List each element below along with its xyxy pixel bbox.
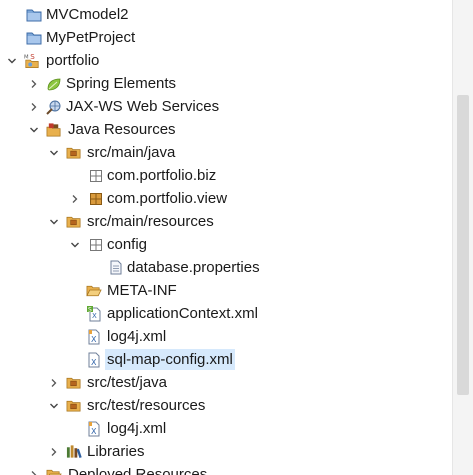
tree-item-label: JAX-WS Web Services bbox=[66, 98, 220, 115]
tree-item-libraries[interactable]: Libraries bbox=[0, 440, 452, 463]
tree-item-src-main-resources[interactable]: src/main/resources bbox=[0, 210, 452, 233]
chevron-right-icon[interactable] bbox=[27, 463, 41, 475]
tree-item-java-resources[interactable]: Java Resources bbox=[0, 118, 452, 141]
tree-item-src-test-java[interactable]: src/test/java bbox=[0, 371, 452, 394]
xml-file-icon: X bbox=[86, 351, 102, 368]
project-folder-icon bbox=[26, 29, 42, 46]
xml-file-icon: X bbox=[86, 420, 102, 437]
chevron-down-icon[interactable] bbox=[47, 394, 61, 417]
tree-item-mypetproject[interactable]: MyPetProject bbox=[0, 26, 452, 49]
package-icon bbox=[88, 190, 104, 207]
tree-item-label: Deployed Resources bbox=[68, 466, 208, 475]
tree-item-com-portfolio-biz[interactable]: com.portfolio.biz bbox=[0, 164, 452, 187]
tree-item-src-main-java[interactable]: src/main/java bbox=[0, 141, 452, 164]
tree-item-label: com.portfolio.biz bbox=[107, 167, 217, 184]
scrollbar-thumb[interactable] bbox=[457, 95, 469, 395]
svg-text:X: X bbox=[91, 427, 97, 436]
xml-file-icon: X bbox=[86, 328, 102, 345]
tree-item-log4j-xml-test[interactable]: X log4j.xml bbox=[0, 417, 452, 440]
source-folder-icon bbox=[66, 374, 82, 391]
tree-item-deployed-resources[interactable]: Deployed Resources bbox=[0, 463, 452, 475]
source-folder-icon bbox=[66, 213, 82, 230]
empty-package-icon bbox=[88, 236, 104, 253]
svg-text:X: X bbox=[91, 358, 97, 367]
tree-item-label: log4j.xml bbox=[107, 420, 167, 437]
tree-item-label: applicationContext.xml bbox=[107, 305, 258, 322]
tree-item-database-properties[interactable]: database.properties bbox=[0, 256, 452, 279]
tree-item-log4j-xml[interactable]: X log4j.xml bbox=[0, 325, 452, 348]
svg-text:X: X bbox=[91, 335, 97, 344]
tree-item-meta-inf[interactable]: META-INF bbox=[0, 279, 452, 302]
tree-item-label: sql-map-config.xml bbox=[105, 349, 235, 370]
chevron-right-icon[interactable] bbox=[27, 95, 41, 118]
tree-item-label: src/test/resources bbox=[87, 397, 206, 414]
properties-file-icon bbox=[108, 259, 124, 276]
chevron-right-icon[interactable] bbox=[27, 72, 41, 95]
tree-item-com-portfolio-view[interactable]: com.portfolio.view bbox=[0, 187, 452, 210]
svg-text:S: S bbox=[30, 52, 35, 61]
tree-item-src-test-resources[interactable]: src/test/resources bbox=[0, 394, 452, 417]
tree-item-label: config bbox=[107, 236, 148, 253]
chevron-right-icon[interactable] bbox=[47, 440, 61, 463]
empty-package-icon bbox=[88, 167, 104, 184]
tree-item-spring-elements[interactable]: Spring Elements bbox=[0, 72, 452, 95]
chevron-down-icon[interactable] bbox=[27, 118, 41, 141]
tree-item-label: Libraries bbox=[87, 443, 145, 460]
tree-item-label: com.portfolio.view bbox=[107, 190, 228, 207]
chevron-down-icon[interactable] bbox=[5, 49, 19, 72]
java-resources-icon bbox=[46, 121, 62, 138]
tree-item-label: MyPetProject bbox=[46, 29, 136, 46]
libraries-icon bbox=[66, 443, 82, 460]
svg-text:X: X bbox=[92, 312, 97, 320]
open-folder-icon bbox=[86, 282, 102, 299]
tree-item-sql-map-config-xml[interactable]: X sql-map-config.xml bbox=[0, 348, 452, 371]
chevron-down-icon[interactable] bbox=[47, 210, 61, 233]
open-folder-icon bbox=[46, 466, 62, 475]
tree-item-label: database.properties bbox=[127, 259, 260, 276]
vertical-scrollbar[interactable] bbox=[452, 0, 473, 475]
tree-item-jax-ws-web-services[interactable]: JAX-WS Web Services bbox=[0, 95, 452, 118]
tree-item-label: META-INF bbox=[107, 282, 177, 299]
chevron-down-icon[interactable] bbox=[68, 233, 82, 256]
tree-item-label: portfolio bbox=[46, 52, 100, 69]
tree-item-label: log4j.xml bbox=[107, 328, 167, 345]
chevron-right-icon[interactable] bbox=[47, 371, 61, 394]
project-folder-icon bbox=[26, 6, 42, 23]
tree-item-label: src/main/java bbox=[87, 144, 176, 161]
source-folder-icon bbox=[66, 397, 82, 414]
svg-text:M: M bbox=[24, 54, 29, 60]
chevron-right-icon[interactable] bbox=[68, 187, 82, 210]
web-services-icon bbox=[46, 98, 62, 115]
spring-leaf-icon bbox=[46, 75, 62, 92]
tree-item-config[interactable]: config bbox=[0, 233, 452, 256]
tree-item-mvcmodel2[interactable]: MVCmodel2 bbox=[0, 3, 452, 26]
tree-item-label: src/test/java bbox=[87, 374, 168, 391]
source-folder-icon bbox=[66, 144, 82, 161]
tree-item-label: Spring Elements bbox=[66, 75, 177, 92]
tree-item-label: MVCmodel2 bbox=[46, 6, 129, 23]
tree-item-label: Java Resources bbox=[68, 121, 176, 138]
chevron-down-icon[interactable] bbox=[47, 141, 61, 164]
tree-item-label: src/main/resources bbox=[87, 213, 214, 230]
svg-text:S: S bbox=[88, 306, 92, 313]
